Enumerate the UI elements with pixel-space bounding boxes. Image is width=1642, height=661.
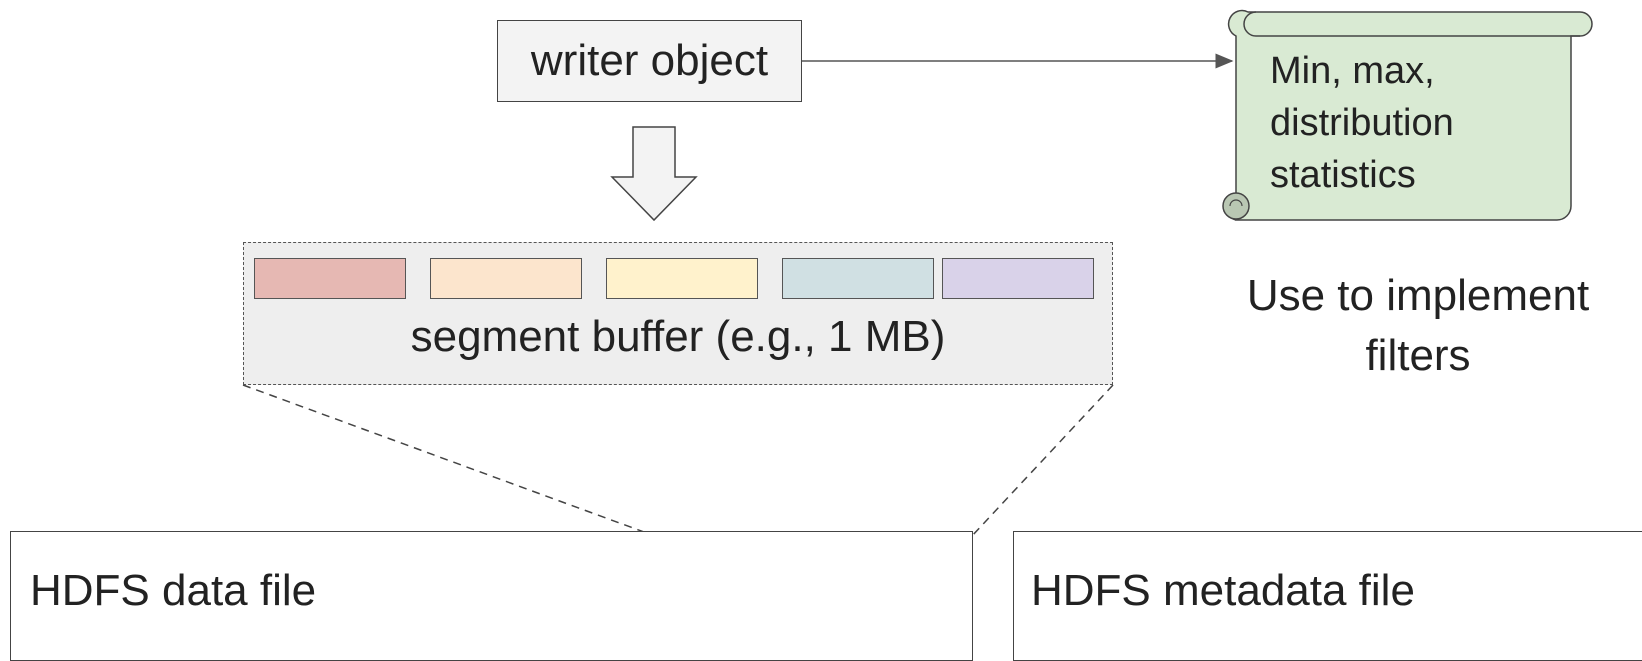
segment-4: [782, 258, 934, 299]
hdfs-data-file-box: [10, 531, 973, 661]
stats-scroll-icon: [1222, 9, 1593, 221]
down-arrow: [610, 126, 698, 222]
stats-text: Min, max, distribution statistics: [1270, 45, 1500, 201]
writer-object-label: writer object: [530, 36, 769, 85]
segment-3: [606, 258, 758, 299]
zoom-line-right: [970, 384, 1114, 538]
filters-note-line-1: Use to implement: [1246, 271, 1590, 320]
writer-object-box: writer object: [497, 20, 802, 102]
segment-2: [430, 258, 582, 299]
hdfs-metadata-file-label: HDFS metadata file: [1031, 566, 1415, 615]
stats-line-1: Min, max,: [1270, 50, 1435, 92]
segment-1: [254, 258, 406, 299]
stats-line-2: distribution: [1270, 102, 1454, 144]
hdfs-data-file-label: HDFS data file: [30, 566, 317, 615]
zoom-line-left: [242, 384, 686, 548]
segment-5: [942, 258, 1094, 299]
filters-note: Use to implement filters: [1218, 266, 1618, 386]
stats-line-3: statistics: [1270, 154, 1416, 196]
filters-note-line-2: filters: [1365, 331, 1471, 380]
segment-buffer-label: segment buffer (e.g., 1 MB): [410, 312, 946, 361]
